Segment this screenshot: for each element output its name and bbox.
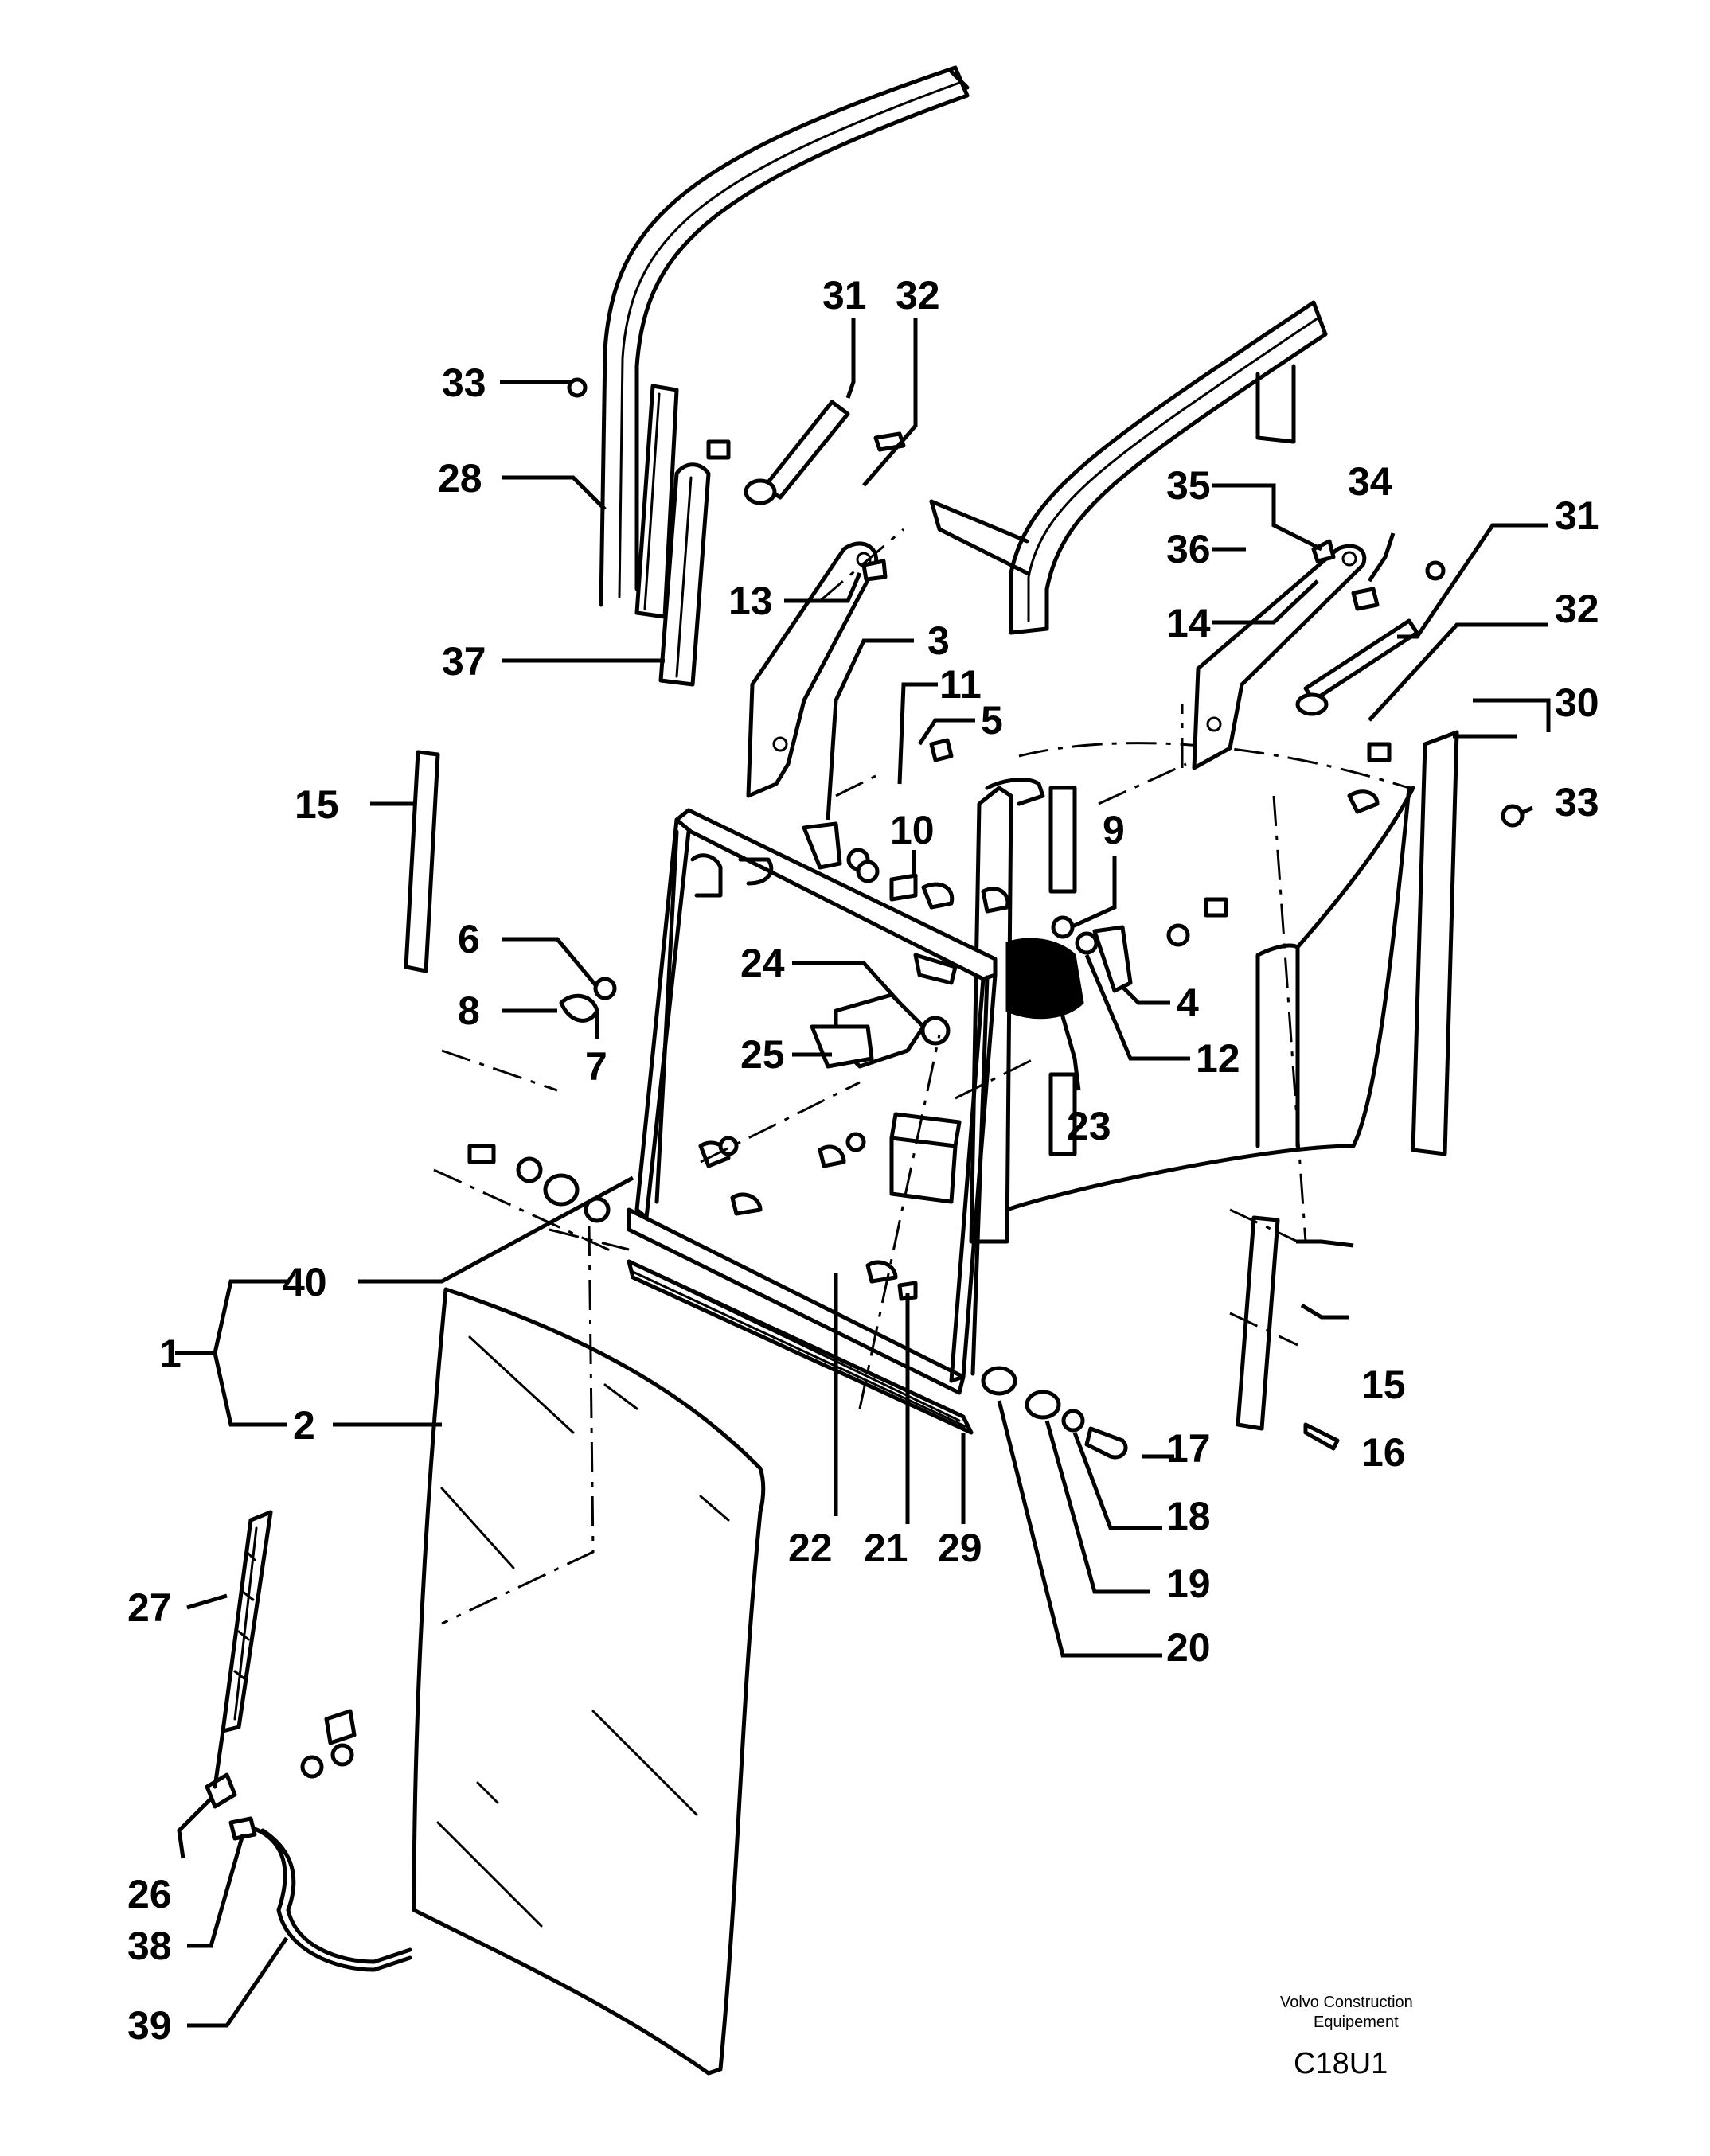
cab-frame-left-pillar [599,65,970,607]
callout-18: 18 [1166,1494,1211,1538]
callout-labels: 33 28 37 31 32 13 3 11 5 10 9 15 6 8 7 2… [127,273,1599,2048]
callout-39: 39 [127,2003,172,2048]
callout-5: 5 [981,698,1003,743]
company-name-line2: Equipement [1314,2014,1399,2031]
callout-3: 3 [927,618,950,663]
callout-13: 13 [728,579,773,623]
strip-15-right [1236,1215,1280,1431]
callout-17: 17 [1166,1426,1211,1471]
callout-8: 8 [458,988,480,1033]
callout-32-left: 32 [896,273,940,318]
callout-24: 24 [740,941,785,985]
alignment-lines [433,528,1307,1625]
callout-27: 27 [127,1585,172,1630]
latch-24-25 [810,992,951,1069]
door-frame [627,808,998,1395]
callout-14: 14 [1166,601,1211,645]
callout-32-right: 32 [1555,587,1599,631]
callout-7: 7 [585,1044,607,1089]
callout-29: 29 [938,1526,982,1570]
leader-lines [175,318,1551,2028]
callout-37: 37 [442,639,486,684]
hinge-arm-14 [1192,544,1367,770]
bottom-seal-29 [627,1259,974,1435]
fasteners [300,377,1525,1779]
callout-36: 36 [1166,527,1211,571]
footer: Volvo Construction Equipement C18U1 [1280,1994,1413,2080]
callout-10: 10 [890,808,935,852]
washer-hose [228,1816,412,1972]
callout-26: 26 [127,1872,172,1916]
callout-31-left: 31 [822,273,867,318]
wiper-arm-27 [205,1510,273,1809]
callout-1: 1 [159,1331,182,1376]
callout-11: 11 [939,662,982,707]
hinge-3 [802,821,842,870]
callout-38: 38 [127,1924,172,1968]
strip-37 [658,462,711,687]
strip-30 [1411,730,1459,1156]
callout-16: 16 [1361,1430,1406,1475]
callout-15-right: 15 [1361,1363,1406,1407]
callout-30: 30 [1555,680,1599,725]
rubber-block-23 [1005,938,1084,1020]
gas-strut-31-left [744,400,850,505]
callout-31-right: 31 [1555,493,1599,538]
callout-28: 28 [438,456,482,501]
callout-20: 20 [1166,1625,1211,1670]
drawing-code: C18U1 [1294,2047,1388,2080]
callout-21: 21 [864,1526,908,1570]
callout-33-left: 33 [442,361,486,405]
callout-25: 25 [740,1032,785,1077]
gas-strut-31-right [1295,618,1419,716]
hinge-4 [1092,925,1133,993]
callout-4: 4 [1177,981,1199,1025]
door-glass-2 [412,1287,766,2076]
callout-22: 22 [788,1526,833,1570]
callout-19: 19 [1166,1561,1211,1606]
callout-12: 12 [1196,1036,1240,1081]
callout-34: 34 [1348,459,1392,504]
callout-33-right: 33 [1555,780,1599,825]
callout-40: 40 [283,1260,327,1304]
callout-2: 2 [293,1403,315,1448]
callout-15-left: 15 [295,782,339,827]
callout-23: 23 [1067,1104,1111,1148]
callout-6: 6 [458,917,480,961]
cab-frame-right-pillar [929,300,1328,635]
strip-28 [634,384,679,619]
strip-15-left [404,750,440,973]
company-name-line1: Volvo Construction [1280,1994,1413,2011]
callout-9: 9 [1103,808,1125,852]
callout-35: 35 [1166,463,1211,508]
